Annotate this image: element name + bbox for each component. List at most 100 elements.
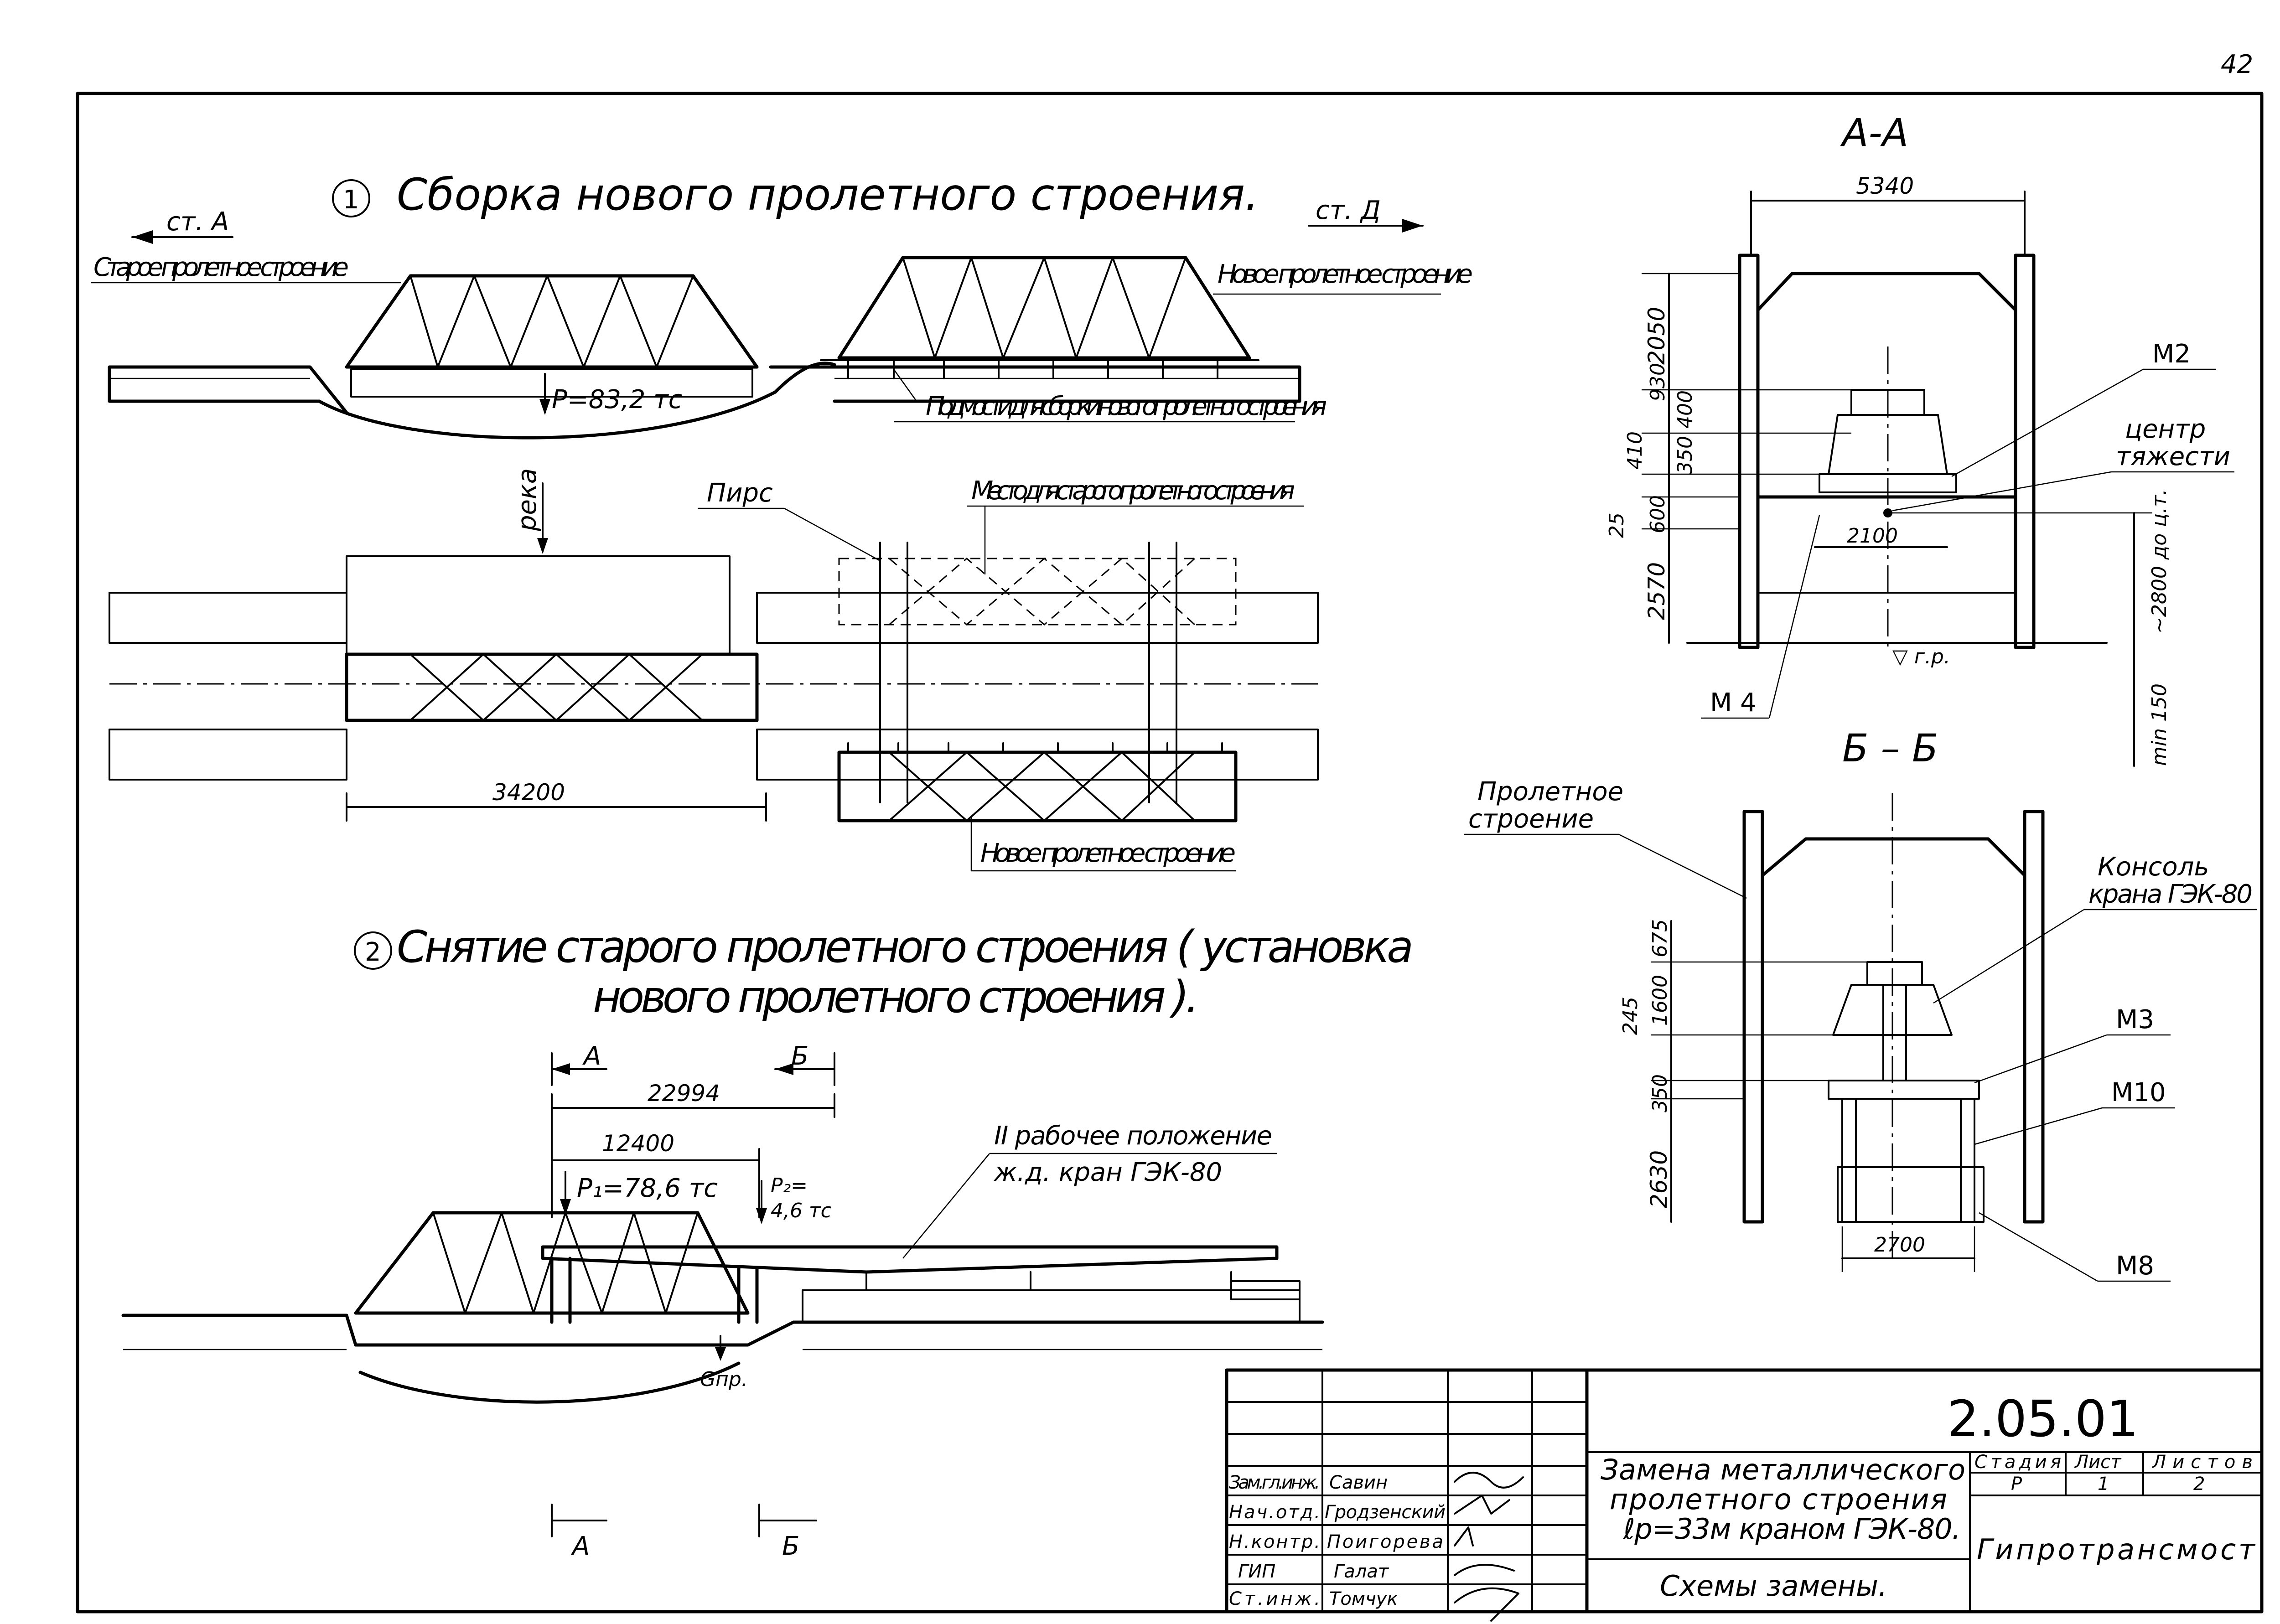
bb-console-top xyxy=(1866,961,1923,986)
station-right-label: ст. Д xyxy=(1316,196,1381,225)
tb-name-4: Галат xyxy=(1334,1561,1389,1582)
scheme2-riverbed xyxy=(358,1361,741,1404)
tb-stage-value: Р xyxy=(2011,1474,2022,1495)
bb-console-label-1: Консоль xyxy=(2098,852,2209,882)
bb-dim-1600: 1600 xyxy=(1648,975,1672,1026)
new-truss-outline xyxy=(837,256,1251,360)
drawing-frame xyxy=(76,92,2264,1614)
bb-m10-leader xyxy=(1974,1107,2103,1145)
aa-m2-beam xyxy=(1819,473,1957,493)
bb-m8-leader xyxy=(1979,1212,2098,1282)
bank-left-bottom xyxy=(109,729,347,781)
gpr-arrowhead xyxy=(715,1347,726,1361)
bb-console-hook xyxy=(1882,984,1907,1081)
station-left-label: ст. А xyxy=(166,207,229,237)
scheme2-title-line2: нового пролетного строения ). xyxy=(593,972,1199,1023)
aa-dim-min: min 150 xyxy=(2148,683,2171,766)
crane-counterweight xyxy=(1230,1280,1301,1300)
aa-dim-600: 600 xyxy=(1646,495,1669,533)
bb-span-label-2: строение xyxy=(1468,804,1594,834)
bb-m10-post-left xyxy=(1841,1098,1857,1223)
tb-role-1: Зам.гл.инж. xyxy=(1229,1472,1320,1493)
dim-34200-label: 34200 xyxy=(492,779,565,806)
bb-m10-post-right xyxy=(1960,1098,1975,1223)
old-span-plan-bracing xyxy=(409,653,703,721)
load-p2-label: Р₂= xyxy=(771,1174,808,1197)
new-span-plan-supports xyxy=(847,742,1223,753)
load-label: Р=83,2 тс xyxy=(552,385,683,414)
bb-dim-245: 245 xyxy=(1619,997,1642,1035)
dim-12400-label: 12400 xyxy=(602,1130,674,1157)
aa-column-right xyxy=(2014,253,2036,649)
cut-b-top-label: Б xyxy=(791,1041,808,1071)
old-span-place xyxy=(838,558,1237,626)
crane-platform xyxy=(802,1289,1301,1323)
title-block-frame xyxy=(1225,1368,2264,1614)
bb-dim-2630: 2630 xyxy=(1646,1150,1672,1208)
old-truss-deck xyxy=(350,368,753,398)
aa-m2-leader xyxy=(1951,368,2144,477)
tb-sheets-header: Листов xyxy=(2151,1452,2253,1473)
tb-name-2: Гродзенский xyxy=(1325,1502,1446,1523)
new-span-plan xyxy=(837,750,1238,822)
tb-hlines-left xyxy=(1226,1401,1588,1585)
river-arrowhead xyxy=(537,538,548,554)
bb-dim-675: 675 xyxy=(1648,919,1672,957)
scaffold-leader xyxy=(893,369,917,402)
cut-a-top-label: А xyxy=(582,1041,601,1071)
cut-a-top-arrowhead xyxy=(552,1063,570,1075)
aa-m4-label: М 4 xyxy=(1710,688,1757,718)
station-right-arrowhead xyxy=(1402,219,1423,233)
bb-dim-350: 350 xyxy=(1648,1074,1672,1112)
new-span-plan-bracing xyxy=(888,751,1196,822)
old-truss-web xyxy=(409,275,694,368)
section-aa-title: А-А xyxy=(1840,110,1908,155)
tb-description-2: пролетного строения xyxy=(1610,1483,1947,1516)
tb-description-1: Замена металлического xyxy=(1601,1453,1965,1486)
aa-dim-25: 25 xyxy=(1605,512,1628,538)
scaffold-supports xyxy=(820,359,1259,379)
scheme1-number-circle xyxy=(332,179,370,217)
tb-name-3: Поигорева xyxy=(1327,1531,1443,1552)
tb-description-3: ℓр=33м краном ГЭК-80. xyxy=(1623,1512,1961,1546)
bank-left-top xyxy=(109,592,347,644)
tb-organization: Гипротрансмост xyxy=(1977,1533,2256,1566)
aa-dim-410: 410 xyxy=(1623,431,1647,470)
bb-m8-label: М8 xyxy=(2116,1251,2154,1281)
crane-note-leader xyxy=(902,1153,990,1259)
load-p2-value: 4,6 тс xyxy=(771,1199,832,1222)
bb-column-left xyxy=(1742,810,1764,1224)
pier-rails xyxy=(879,542,1177,803)
tb-sheets-value: 2 xyxy=(2193,1474,2205,1495)
bb-console-label-2: крана ГЭК-80 xyxy=(2088,879,2253,909)
new-span-label: Новое пролетное строение xyxy=(1218,259,1473,289)
pier-label: Пирс xyxy=(707,478,773,508)
tb-sheet-name: Схемы замены. xyxy=(1660,1569,1887,1603)
pier-leader xyxy=(784,507,881,562)
bb-crossbeam xyxy=(1761,837,2026,877)
tb-role-2: Нач.отд. xyxy=(1229,1502,1320,1523)
aa-center-leader xyxy=(1892,471,2112,512)
scheme2-title-line1: Снятие старого пролетного строения ( уст… xyxy=(397,921,1414,972)
bb-dim-2700-label: 2700 xyxy=(1874,1233,1925,1257)
load-p1-label: Р₁=78,6 тс xyxy=(577,1174,718,1203)
crane-boom xyxy=(541,1245,1279,1274)
aa-dim-350: 350 xyxy=(1674,436,1697,474)
scheme1-number: 1 xyxy=(343,185,359,215)
aa-dim-2800: ~2800 до ц.т. xyxy=(2148,489,2171,634)
tb-sheet-header: Лист xyxy=(2074,1452,2122,1473)
river-label: река xyxy=(513,468,542,532)
bank-right-bottom xyxy=(756,729,1319,781)
section-bb-title: Б – Б xyxy=(1842,726,1938,771)
aa-dim-2100-label: 2100 xyxy=(1847,524,1898,548)
title-block: 2.05.01 Зам.гл.инж. Савин Нач.отд. Гродз… xyxy=(1225,1368,2264,1622)
riverbed-line xyxy=(317,362,836,440)
aa-crossbeam xyxy=(1756,272,2017,312)
bb-m3-label: М3 xyxy=(2116,1005,2154,1034)
tb-stage-header: Стадия xyxy=(1974,1452,2061,1473)
position-note: II рабочее положение xyxy=(994,1121,1272,1151)
tb-sheet-value: 1 xyxy=(2098,1474,2109,1495)
scheme2-truss-web xyxy=(432,1212,699,1314)
new-truss-web xyxy=(902,257,1187,359)
cut-a-bottom-label: А xyxy=(571,1531,590,1561)
